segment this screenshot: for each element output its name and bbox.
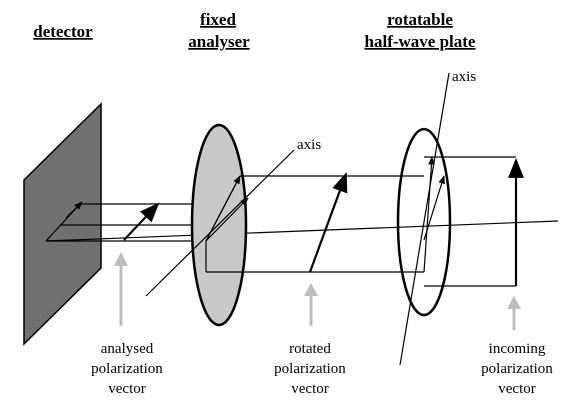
analysed-small-arrow bbox=[65, 201, 83, 219]
rotated-vector-box bbox=[205, 175, 424, 273]
plate-title-line1: rotatable bbox=[387, 10, 453, 29]
plate-ellipse bbox=[396, 127, 452, 317]
analyser-axis-label: axis bbox=[297, 137, 321, 153]
analyser-inner-arrow-2 bbox=[205, 197, 249, 242]
analysed-vector-arrow bbox=[123, 202, 160, 241]
incoming-caption-line3: vector bbox=[498, 381, 535, 397]
analyser-ellipse bbox=[190, 123, 248, 327]
rotated-caption-arrowhead bbox=[304, 283, 318, 296]
detector-plate bbox=[23, 102, 102, 346]
detector-title: detector bbox=[33, 22, 93, 41]
rotated-caption-line2: polarization bbox=[274, 361, 346, 377]
rotated-caption-line1: rotated bbox=[289, 341, 331, 357]
incoming-vector-box bbox=[424, 156, 517, 287]
analysed-caption-line3: vector bbox=[108, 381, 145, 397]
incoming-caption-arrowhead bbox=[507, 296, 521, 309]
plate-title-line2: half-wave plate bbox=[365, 32, 476, 51]
incoming-caption-line2: polarization bbox=[481, 361, 553, 377]
plate-axis-line bbox=[399, 72, 450, 366]
analysed-caption-line2: polarization bbox=[91, 361, 163, 377]
plate-inner-arrow-1 bbox=[423, 156, 435, 273]
analyser-title-line1: fixed bbox=[200, 10, 236, 29]
analyser-title-line2: analyser bbox=[188, 32, 250, 51]
rotated-vector-arrow bbox=[308, 172, 348, 273]
analysed-caption-arrowhead bbox=[114, 252, 128, 266]
rotated-caption-line3: vector bbox=[291, 381, 328, 397]
plate-inner-arrow-2 bbox=[423, 175, 445, 241]
analyser-axis-line bbox=[145, 149, 295, 297]
incoming-caption-line1: incoming bbox=[489, 341, 546, 357]
beam-axis bbox=[45, 220, 559, 242]
analysed-caption-line1: analysed bbox=[101, 341, 154, 357]
plate-axis-label: axis bbox=[452, 69, 476, 85]
